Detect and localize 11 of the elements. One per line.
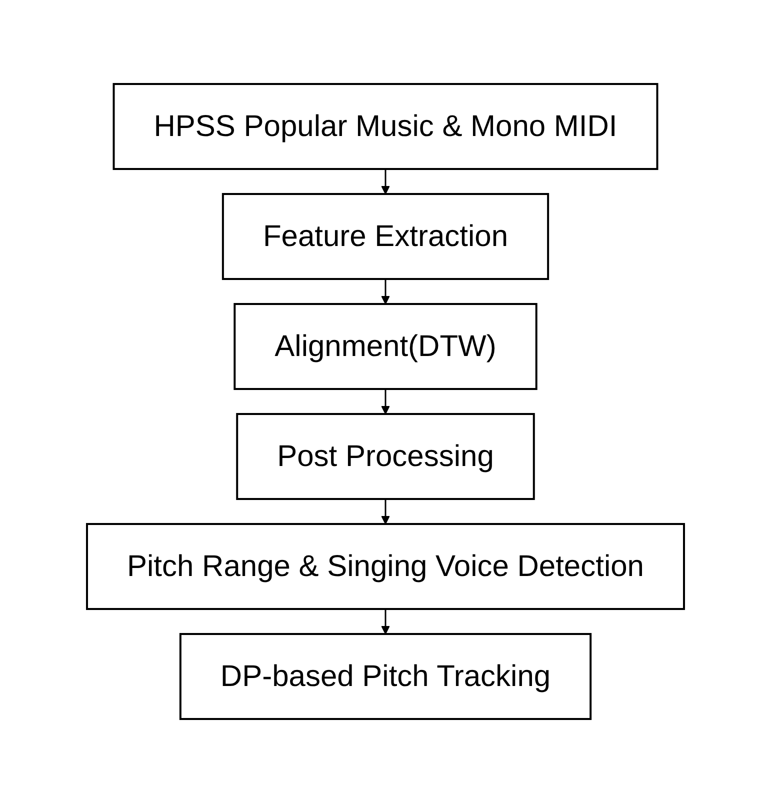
node-box: Pitch Range & Singing Voice Detection [86, 523, 685, 610]
node-box: Alignment(DTW) [234, 303, 538, 390]
node-box: DP-based Pitch Tracking [179, 633, 592, 720]
arrow [381, 609, 390, 634]
node-box: HPSS Popular Music & Mono MIDI [112, 83, 658, 170]
node-box: Feature Extraction [222, 193, 550, 280]
arrow [381, 389, 390, 414]
arrow [381, 169, 390, 194]
arrow [381, 499, 390, 524]
arrow [381, 279, 390, 304]
node-box: Post Processing [236, 413, 535, 500]
